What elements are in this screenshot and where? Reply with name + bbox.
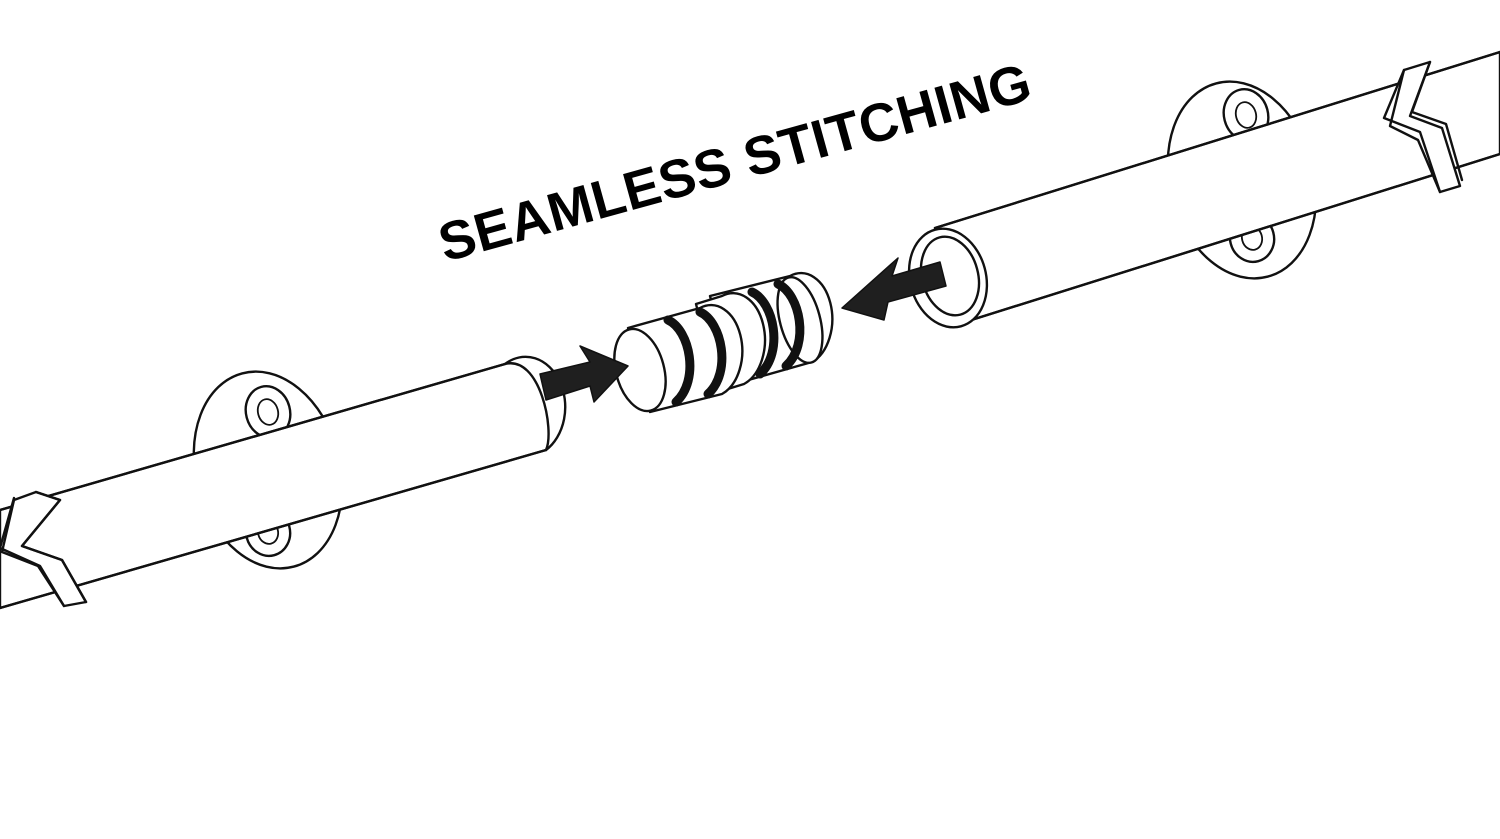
- arrow-right-icon: [539, 345, 629, 403]
- arrow-left-icon: [841, 257, 947, 321]
- right-rail-tube: [907, 50, 1500, 329]
- left-rail-tube: [0, 355, 567, 610]
- rail-connector: [613, 271, 834, 414]
